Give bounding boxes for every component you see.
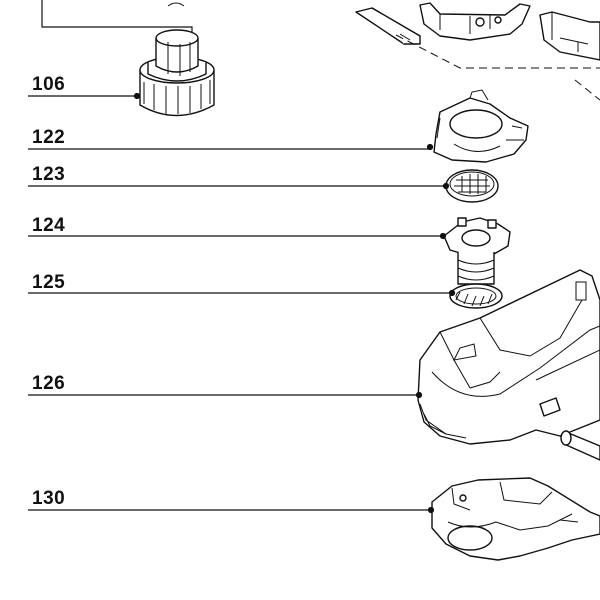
callout-126: 126 bbox=[32, 373, 66, 394]
upper-assembly-fragment bbox=[355, 2, 600, 101]
callout-106: 106 bbox=[32, 74, 66, 95]
bottom-cover-drawing bbox=[427, 477, 600, 561]
retainer-plate-drawing bbox=[439, 217, 511, 257]
housing-cover-drawing bbox=[426, 89, 529, 163]
main-housing-drawing bbox=[415, 269, 600, 461]
callout-124: 124 bbox=[32, 215, 66, 236]
adjustment-knob-drawing bbox=[133, 29, 215, 117]
filter-disc-drawing bbox=[442, 169, 499, 203]
callout-123: 123 bbox=[32, 164, 66, 185]
leader-lines bbox=[28, 95, 452, 511]
spring-and-ring-drawing bbox=[448, 252, 503, 309]
callout-122: 122 bbox=[32, 127, 66, 148]
top-bracket-leader bbox=[41, 0, 193, 34]
callout-130: 130 bbox=[32, 488, 66, 509]
callout-125: 125 bbox=[32, 272, 66, 293]
